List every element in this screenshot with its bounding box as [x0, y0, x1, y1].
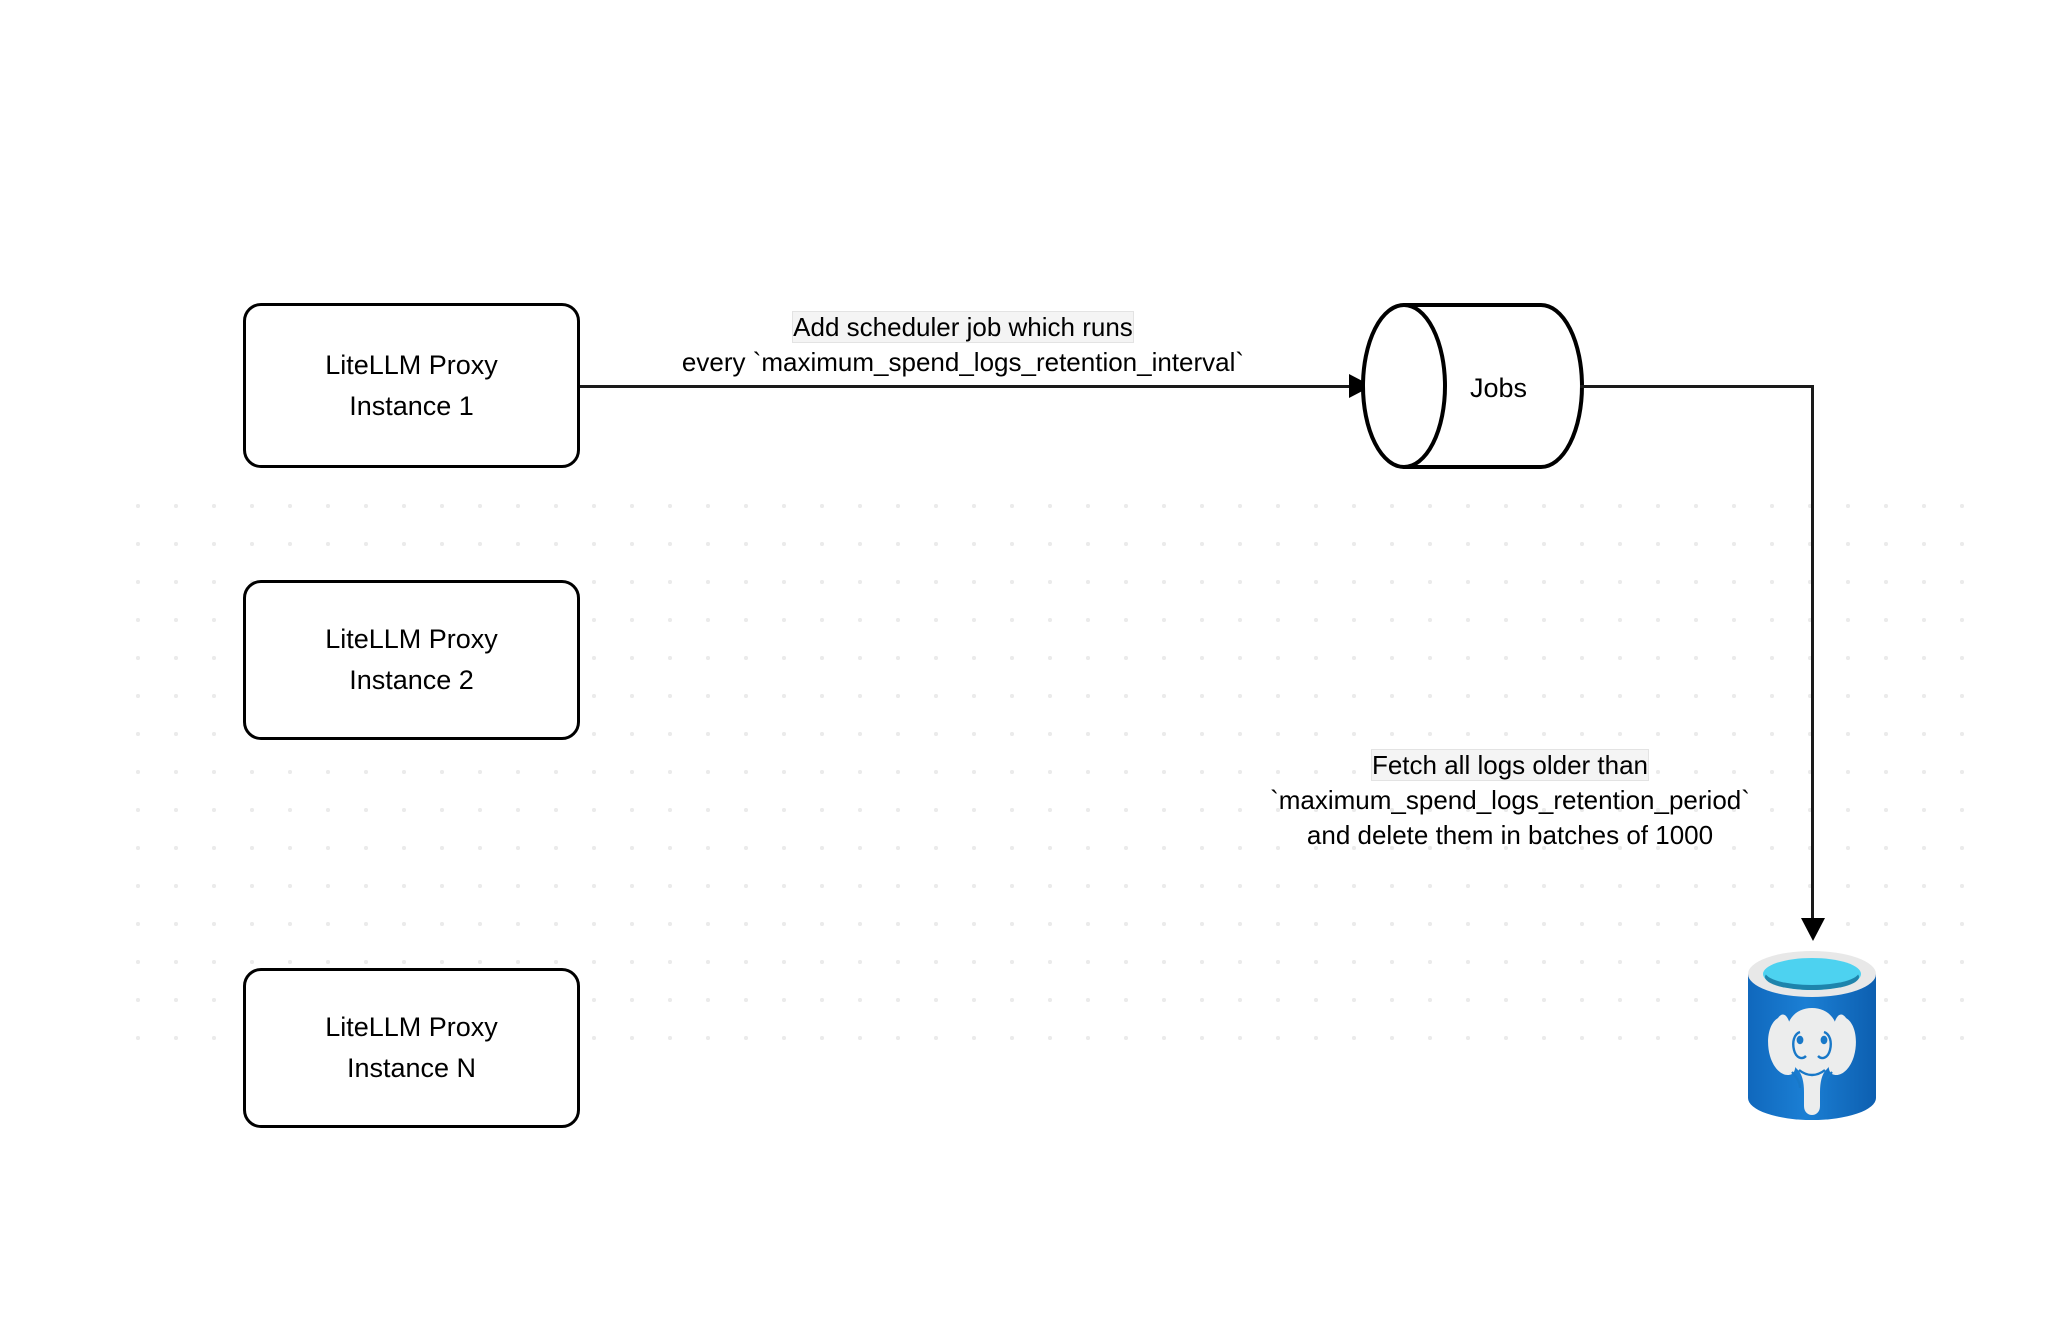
edge-label-add-scheduler-job: Add scheduler job which runs every `maxi… — [613, 310, 1313, 380]
edge-jobs-to-db-arrowhead — [1801, 918, 1825, 941]
node-label-line1: LiteLLM Proxy — [325, 349, 498, 380]
edge-label-line1: Fetch all logs older than — [1371, 750, 1649, 780]
edge-label-line3: and delete them in batches of 1000 — [1306, 820, 1714, 850]
node-label-line2: Instance 2 — [349, 665, 474, 695]
node-litellm-proxy-instance-n[interactable]: LiteLLM Proxy Instance N — [243, 968, 580, 1128]
edge-jobs-to-db-vertical — [1811, 385, 1814, 925]
edge-label-line1: Add scheduler job which runs — [793, 312, 1133, 342]
node-litellm-proxy-instance-1[interactable]: LiteLLM Proxy Instance 1 — [243, 303, 580, 468]
node-jobs-cylinder[interactable] — [1355, 295, 1595, 485]
edge-jobs-to-db-horizontal — [1580, 385, 1814, 388]
edge-label-line2: every `maximum_spend_logs_retention_inte… — [681, 347, 1245, 377]
node-label-line1: LiteLLM Proxy — [325, 1012, 498, 1042]
background-dot-grid — [110, 478, 1980, 1058]
node-jobs-label: Jobs — [1470, 373, 1528, 403]
node-label-line2: Instance 1 — [349, 390, 474, 421]
node-label-line2: Instance N — [346, 1053, 477, 1083]
edge-instance1-to-jobs-line — [580, 385, 1360, 388]
edge-label-fetch-and-delete-logs: Fetch all logs older than `maximum_spend… — [1230, 748, 1790, 853]
node-litellm-proxy-instance-2[interactable]: LiteLLM Proxy Instance 2 — [243, 580, 580, 740]
edge-label-line2: `maximum_spend_logs_retention_period` — [1270, 785, 1750, 815]
node-label-line1: LiteLLM Proxy — [325, 624, 498, 654]
postgresql-database-icon[interactable] — [1742, 946, 1882, 1130]
